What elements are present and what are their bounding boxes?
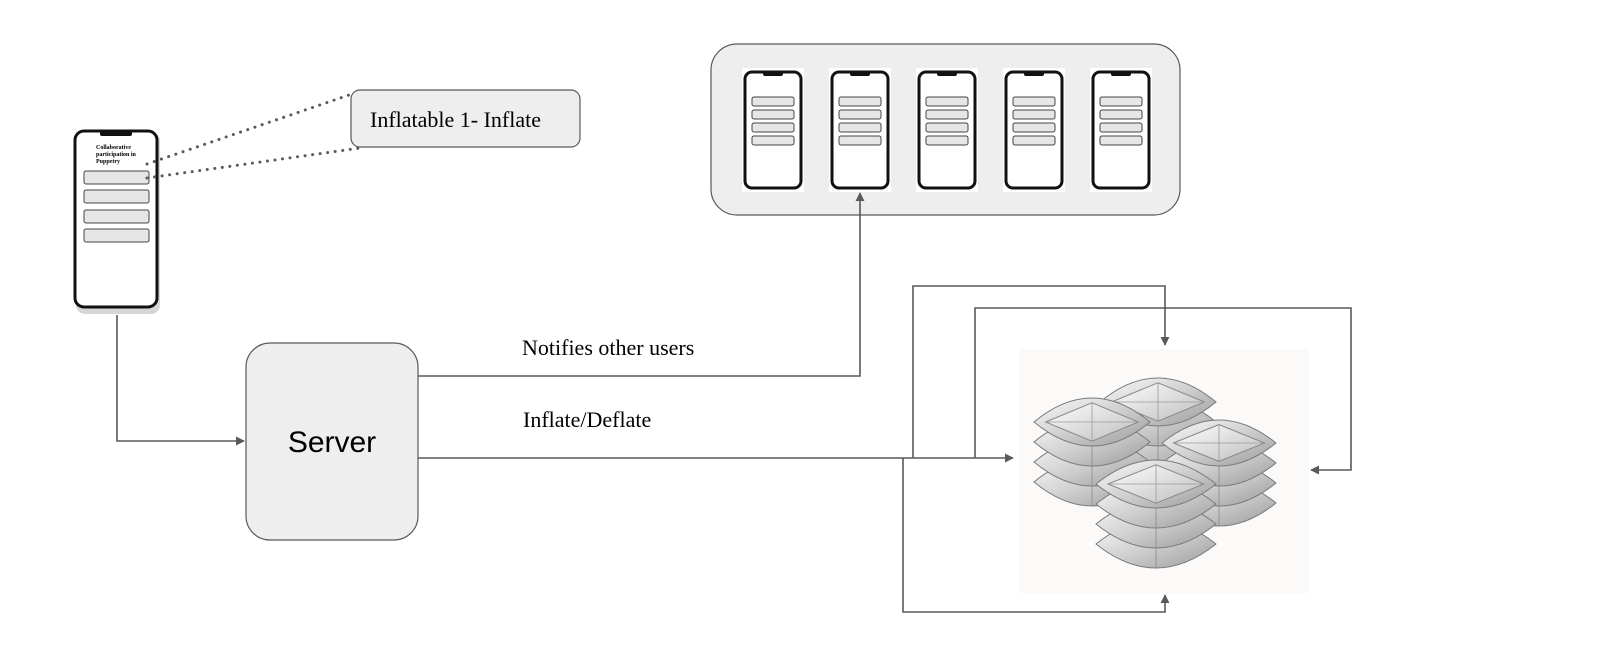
branch-to-bottom-arrow [902,458,1170,613]
phone-button [925,96,969,107]
callout-label: Inflatable 1- Inflate [370,107,541,132]
phone-button [751,122,795,133]
phone-button [1012,109,1056,120]
phone-button [1099,122,1143,133]
phone-button [1099,135,1143,146]
phone-to-server-arrow [116,315,245,446]
phone-button [1012,122,1056,133]
smartphone-icon [1090,68,1152,192]
server-label: Server [288,426,376,459]
branch-to-right-arrow [974,307,1352,475]
phone-button [838,109,882,120]
phone-button[interactable] [83,189,150,204]
server-node: Server [245,342,419,541]
phone-button[interactable] [83,228,150,243]
inflate-label: Inflate/Deflate [523,407,651,432]
inflatable-stack [1033,397,1151,507]
other-users-phones [710,43,1181,216]
branch-to-top-arrow [912,285,1170,458]
phone-screen-title: Collaborative participation in Puppetry [96,145,137,165]
phone-button [838,96,882,107]
phone-button [751,96,795,107]
phone-button [925,135,969,146]
inflatable-structure-icon [1019,349,1309,593]
phone-button [1099,96,1143,107]
phone-button [838,135,882,146]
phone-button [838,122,882,133]
phone-button [1099,109,1143,120]
callout-connector-bottom [145,146,362,180]
smartphone-icon [742,68,804,192]
user-phone: Collaborative participation in Puppetry [73,129,160,314]
phone-button[interactable] [83,209,150,224]
smartphone-icon [829,68,891,192]
phone-button[interactable] [83,170,150,185]
smartphone-icon [1003,68,1065,192]
phone-button [1012,135,1056,146]
phone-button [751,109,795,120]
phone-button [1012,96,1056,107]
inflatable-stack [1095,459,1217,569]
callout-connector-top [145,91,357,166]
phone-button [751,135,795,146]
notify-label: Notifies other users [522,335,694,360]
phone-button [925,122,969,133]
phone-button [925,109,969,120]
smartphone-icon [916,68,978,192]
notify-arrow [418,192,865,377]
inflatable-callout: Inflatable 1- Inflate [350,89,581,148]
